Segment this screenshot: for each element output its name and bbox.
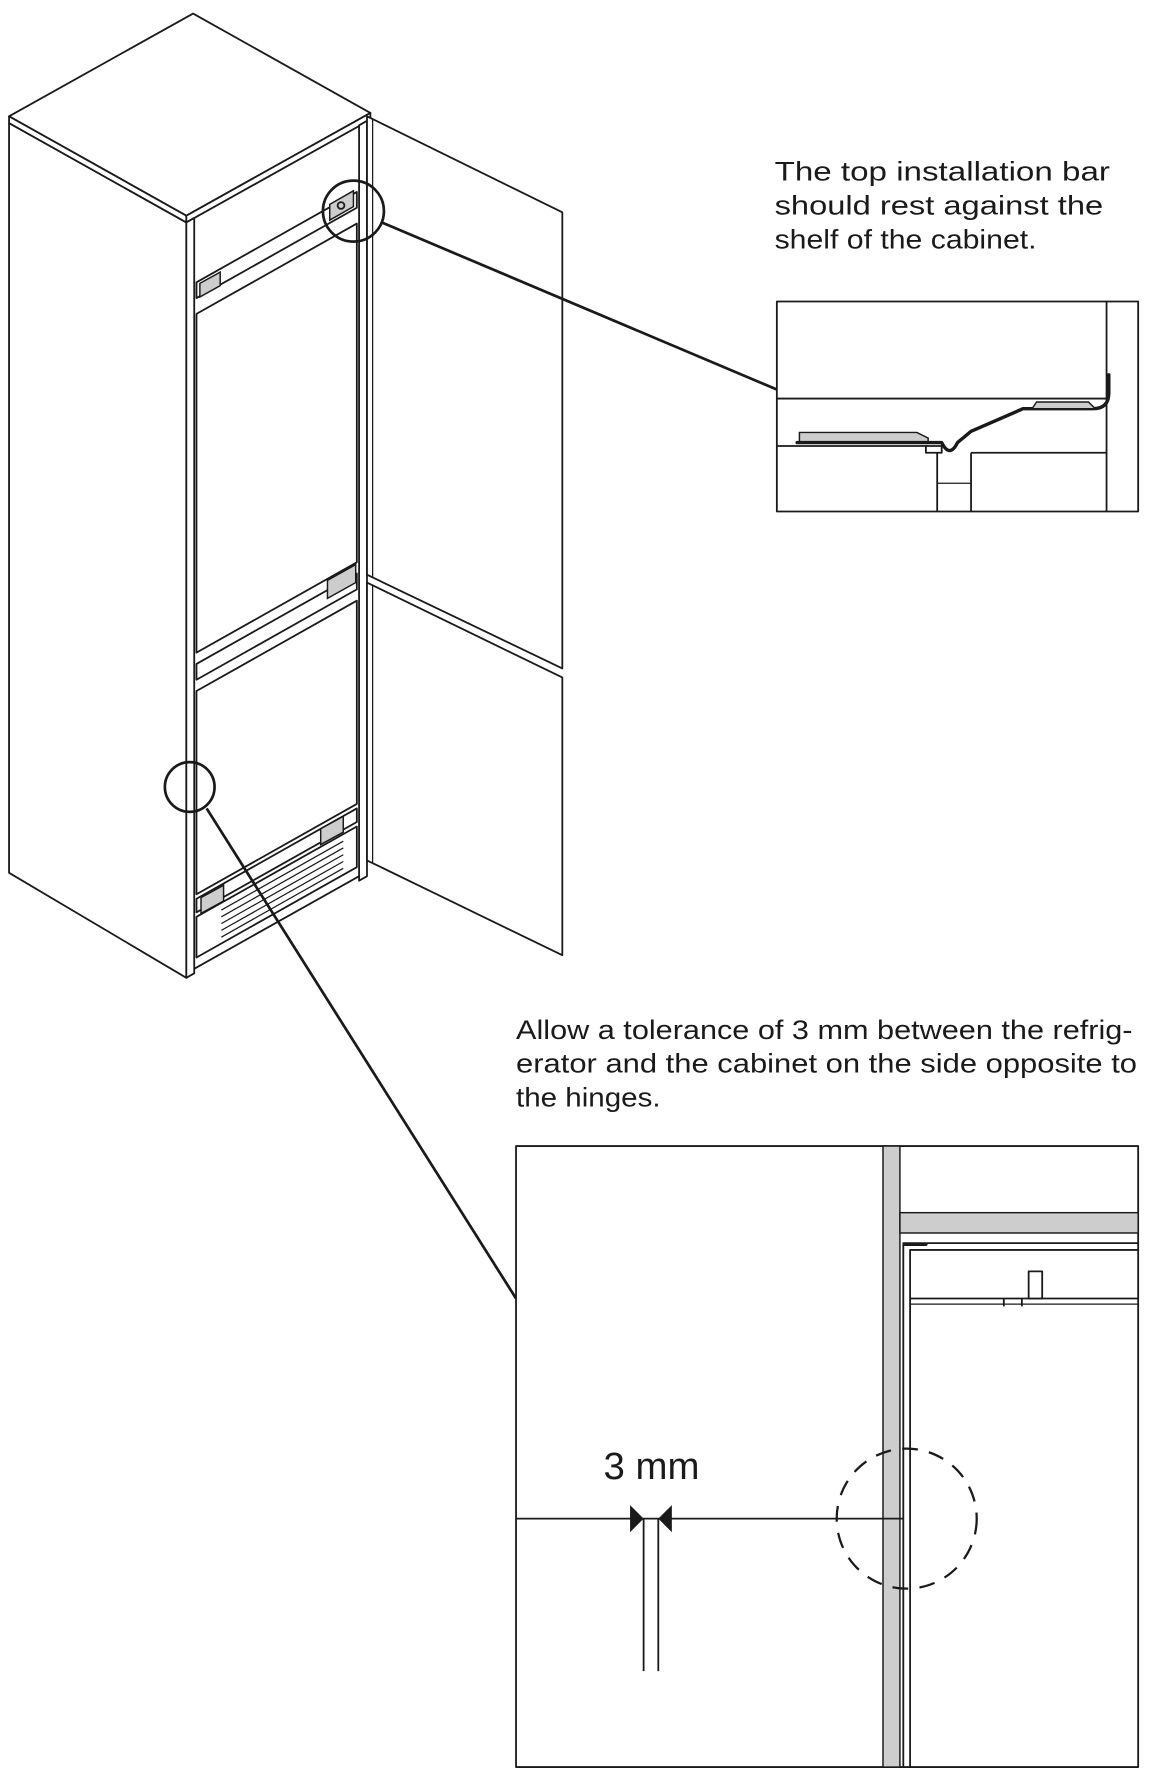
built-in-refrigerator bbox=[195, 189, 358, 959]
bar-upper-pad bbox=[1030, 401, 1098, 410]
top-bar-note-line: should rest against the bbox=[775, 190, 1104, 221]
top-bar-detail-view bbox=[775, 300, 1140, 513]
tolerance-note: Allow a tolerance of 3 mm between the re… bbox=[516, 1014, 1137, 1113]
cabinet-shelf-section bbox=[899, 1211, 1139, 1234]
bar-clip bbox=[924, 445, 943, 454]
tolerance-note-line: the hinges. bbox=[516, 1082, 661, 1113]
top-bar-note: The top installation bar should rest aga… bbox=[775, 156, 1110, 255]
cabinet-right-panel-front-edge bbox=[358, 119, 368, 882]
top-bar-note-line: shelf of the cabinet. bbox=[775, 223, 1037, 254]
grille-slat bbox=[221, 854, 344, 925]
top-bar-callout-circle bbox=[321, 179, 386, 243]
dimension-arrow-right bbox=[658, 1505, 672, 1533]
fridge-upper-door-panel bbox=[195, 222, 358, 654]
side-gap-leader-line bbox=[205, 807, 518, 1300]
top-bar-screw bbox=[336, 201, 346, 210]
installation-bar-profile bbox=[795, 373, 1111, 453]
fridge-lower-door-panel bbox=[195, 599, 358, 896]
top-installation-bar bbox=[195, 191, 358, 299]
top-bar-left-bracket bbox=[199, 270, 221, 299]
cabinet-door-lower bbox=[366, 581, 564, 957]
rail-tab bbox=[1027, 1270, 1044, 1300]
cabinet-left-panel-front-edge bbox=[185, 217, 196, 979]
top-bar-note-line: The top installation bar bbox=[775, 156, 1110, 187]
tolerance-note-line: erator and the cabinet on the side oppos… bbox=[516, 1048, 1137, 1079]
dimension-arrow-left bbox=[630, 1505, 644, 1533]
top-bar-right-bracket bbox=[328, 189, 355, 222]
dimension-label: 3 mm bbox=[604, 1445, 700, 1488]
side-gap-detail-view: 3 mm bbox=[515, 1145, 1140, 1768]
fridge-inner-edge bbox=[909, 1249, 1139, 1768]
tolerance-note-line: Allow a tolerance of 3 mm between the re… bbox=[516, 1014, 1132, 1045]
tall-cabinet bbox=[8, 12, 564, 979]
fridge-middle-hinge-bar bbox=[195, 572, 358, 681]
cabinet-side-panel-section bbox=[882, 1145, 901, 1768]
fridge-middle-hinge bbox=[326, 563, 357, 600]
grille-slat bbox=[221, 840, 344, 911]
cabinet-plinth-edge bbox=[193, 875, 360, 970]
grille-slat bbox=[221, 847, 344, 918]
top-bar-leader-line bbox=[381, 221, 778, 391]
grille-slat bbox=[221, 867, 344, 938]
fridge-bottom-right-hinge bbox=[319, 815, 345, 846]
fridge-bottom-hinge-bar bbox=[195, 807, 358, 914]
grille-slat bbox=[221, 860, 344, 931]
side-gap-callout-circle bbox=[163, 760, 216, 814]
cabinet-left-side-panel bbox=[8, 122, 188, 979]
cabinet-door-upper bbox=[366, 115, 564, 670]
